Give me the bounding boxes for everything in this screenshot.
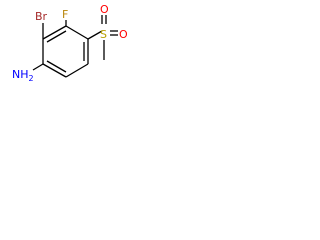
ring-double-bond-c5-c6 [46,60,67,73]
sulfonyl-bonds [101,15,118,36]
ring-bond-c4-c5 [65,63,89,78]
atom-oxygen-right: O [119,28,128,41]
ring-bonds [42,25,89,78]
atom-oxygen-top: O [100,3,109,16]
ring-bond-c5-c6 [42,63,67,78]
amine-subscript: 2 [29,74,34,83]
atom-fluorine: F [62,8,68,21]
substituent-bonds [32,20,105,71]
atom-amine: NH2 [12,68,34,83]
atom-bromine: Br [35,10,48,23]
molecule-drawing: Br F S O O NH2 [12,3,128,83]
ring-double-bond-c1-c2 [46,30,67,43]
bond-c6-n [32,63,44,71]
amine-label: NH [12,68,29,81]
atom-sulfur: S [100,28,107,41]
ring-bond-c1-c2 [42,25,67,40]
structure-canvas: Br F S O O NH2 [0,0,137,117]
ring-bond-c2-c3 [65,25,89,40]
bond-c3-s [87,30,103,40]
